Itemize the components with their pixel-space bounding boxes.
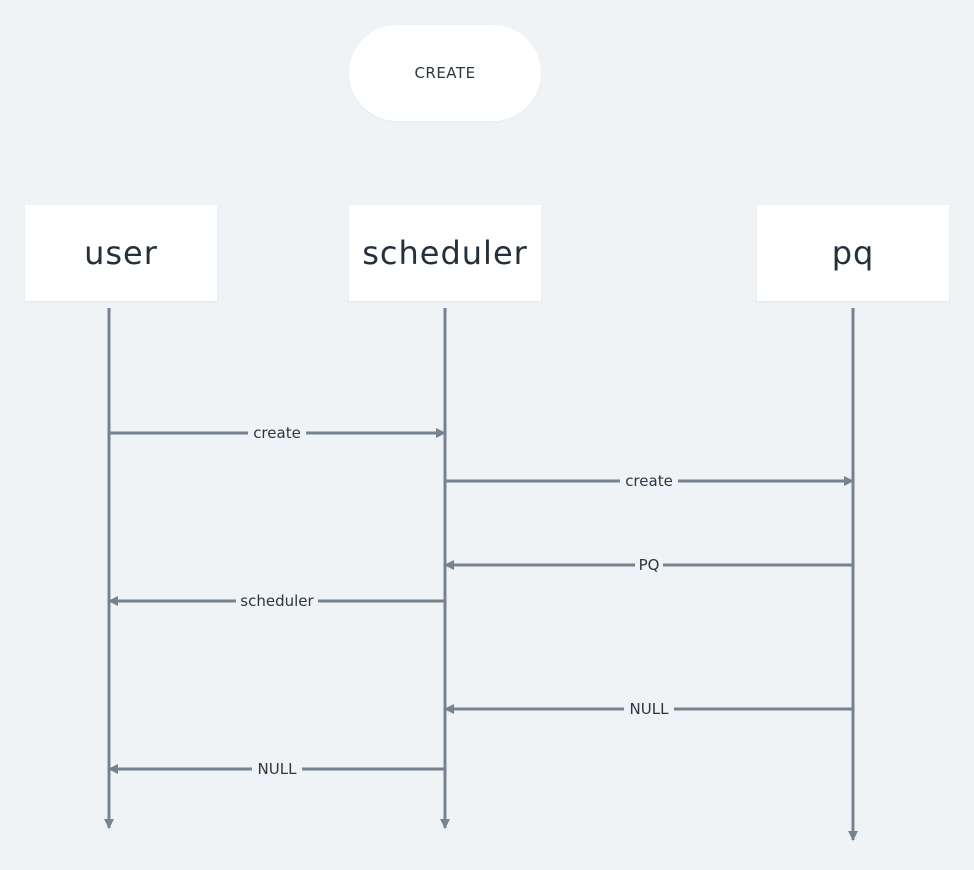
actor-pq: pq — [757, 205, 949, 301]
message-label: create — [253, 424, 301, 442]
message-label: create — [625, 472, 673, 490]
actor-user: user — [25, 205, 217, 301]
diagram-title: CREATE — [349, 25, 541, 121]
message-label: PQ — [639, 556, 660, 574]
actor-scheduler: scheduler — [349, 205, 541, 301]
message-label: NULL — [630, 700, 670, 718]
message-label: scheduler — [240, 592, 314, 610]
message-label: NULL — [258, 760, 298, 778]
